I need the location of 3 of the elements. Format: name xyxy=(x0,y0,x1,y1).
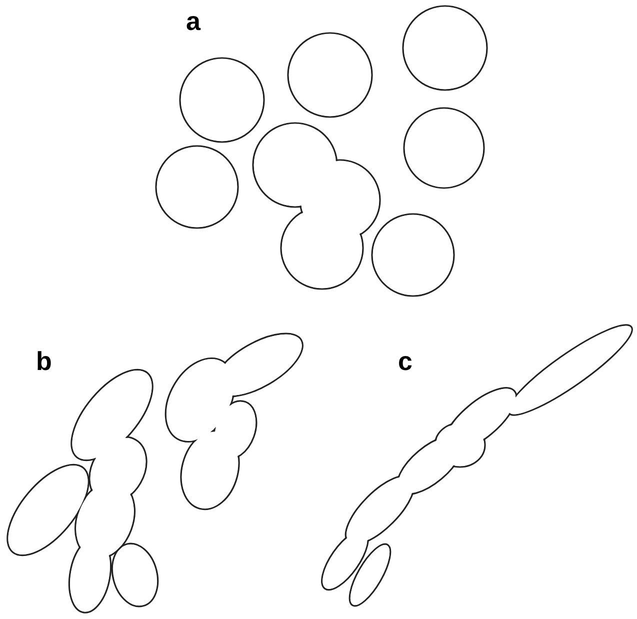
panel-label: c xyxy=(398,348,412,374)
panel-label: a xyxy=(186,8,200,34)
panel-label: b xyxy=(36,348,52,374)
